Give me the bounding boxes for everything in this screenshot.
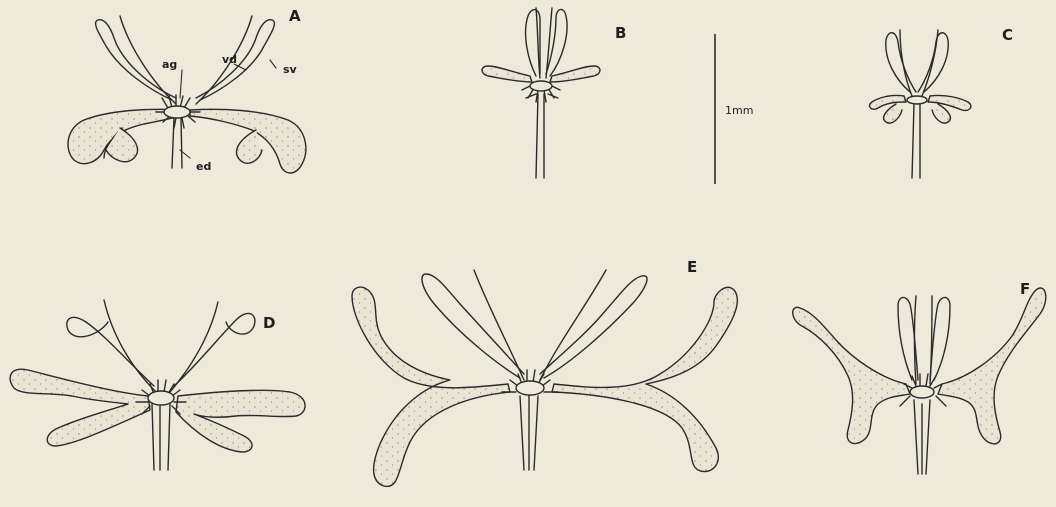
specimen-e-gland-left	[352, 287, 510, 486]
specimen-b-duct-right	[546, 8, 552, 78]
specimen-e-gland-right	[552, 287, 737, 471]
specimen-e	[352, 270, 737, 486]
specimen-e-vesicle-left	[422, 274, 524, 378]
specimen-f-gland-right	[938, 288, 1046, 444]
specimen-d-vesicle-right	[174, 313, 255, 386]
specimen-c	[870, 30, 971, 178]
specimen-d-ejaculatory-duct	[152, 404, 170, 470]
specimen-d	[10, 300, 305, 470]
panel-label-a: A	[289, 7, 301, 25]
panel-label-f: F	[1020, 280, 1030, 298]
specimen-f-ejaculatory-duct	[914, 400, 930, 474]
scale-bar-label: 1mm	[725, 104, 753, 117]
specimen-b	[482, 8, 600, 178]
specimen-d-gland-right	[176, 390, 305, 452]
specimen-e-ejaculatory-duct	[520, 396, 538, 470]
annotation-ed: ed	[196, 160, 211, 173]
specimen-f-gland-left	[793, 307, 910, 443]
specimen-d-gland-left	[10, 369, 150, 446]
specimen-b-ejaculatory-duct	[536, 94, 544, 178]
specimen-b-gland-right	[550, 66, 600, 82]
panel-label-d: D	[263, 314, 275, 332]
specimen-a-leader-ag	[180, 70, 182, 98]
specimen-f-duct-right	[930, 296, 932, 384]
specimen-f	[793, 288, 1046, 474]
annotation-sv: sv	[283, 63, 298, 76]
specimen-c-gland-right	[928, 95, 971, 123]
specimen-a-ejaculatory-duct	[172, 118, 182, 168]
specimen-b-gland-left	[482, 66, 532, 82]
specimen-a-leader-sv	[270, 60, 276, 68]
annotation-ag: ag	[162, 58, 177, 71]
panel-label-c: C	[1002, 26, 1013, 44]
specimen-f-vesicle-right	[930, 297, 950, 380]
panel-label-b: B	[615, 24, 626, 42]
annotation-vd: vd	[222, 53, 237, 66]
specimen-c-ejaculatory-duct	[912, 104, 920, 178]
specimen-e-duct-right	[540, 270, 606, 380]
specimen-a	[68, 16, 306, 173]
specimen-d-duct-left	[104, 300, 156, 392]
specimen-c-gland-left	[870, 95, 906, 123]
specimen-a-gland-right-arm	[237, 130, 262, 163]
panel-label-e: E	[687, 258, 697, 276]
specimen-c-duct-left	[900, 30, 912, 96]
